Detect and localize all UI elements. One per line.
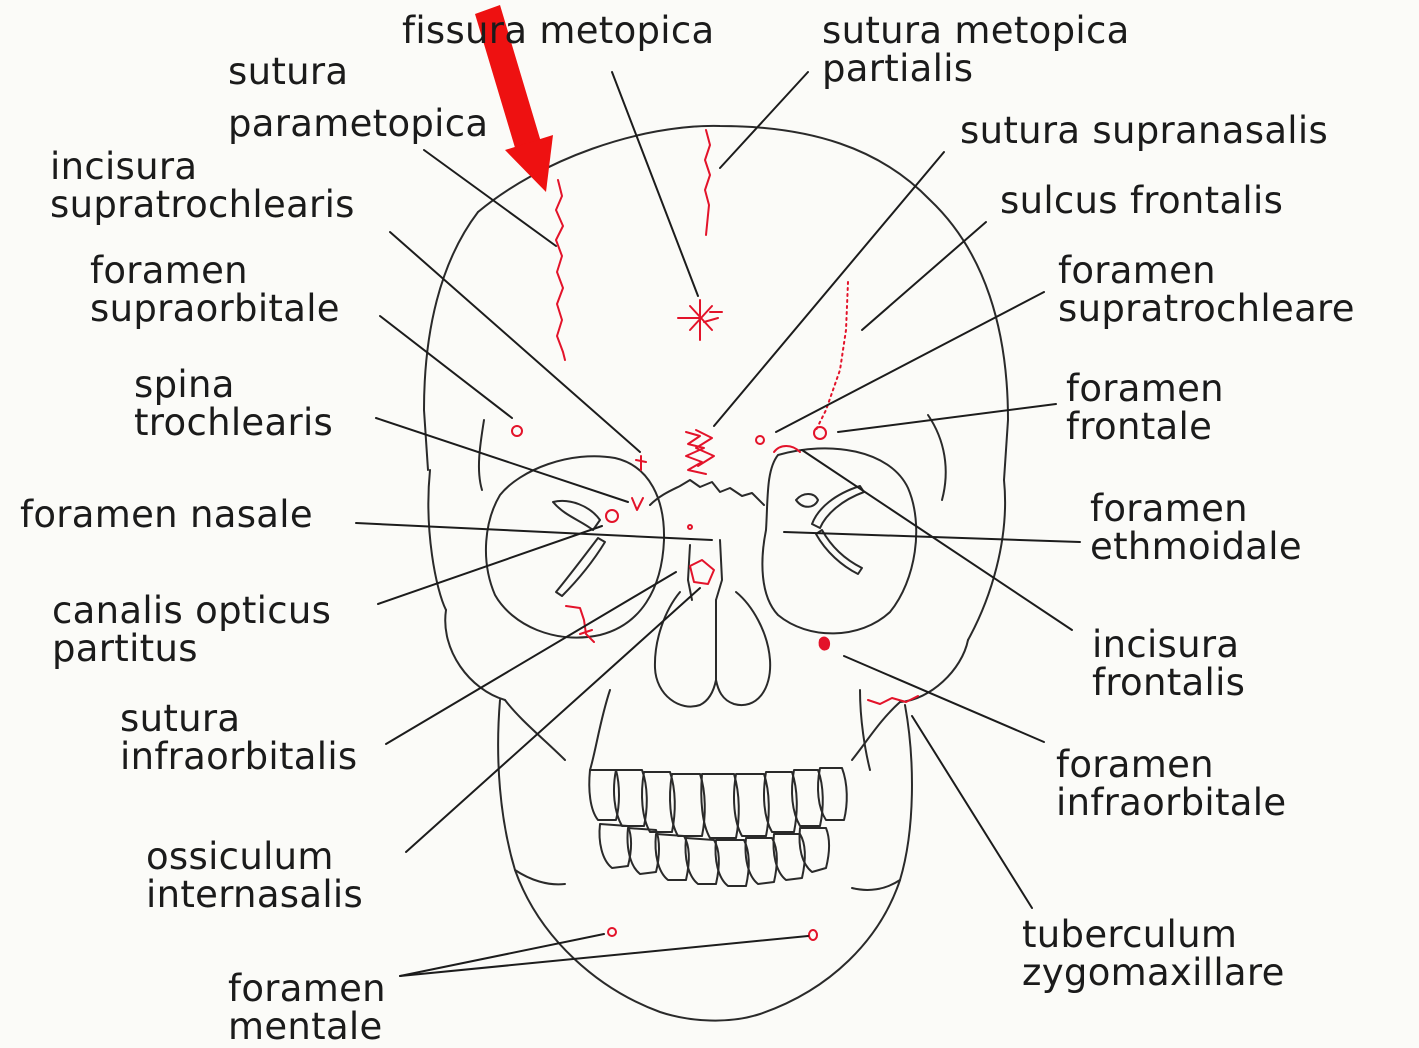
spina-trochlearis-mark	[632, 498, 643, 510]
label-line: foramen nasale	[20, 496, 313, 534]
arrow-head	[505, 135, 553, 192]
leader-foramen-mentale-1	[400, 934, 604, 976]
leader-spina-trochlearis	[376, 418, 628, 502]
label-line: tuberculum	[1022, 916, 1285, 954]
label-line: zygomaxillare	[1022, 954, 1285, 992]
sutura-metopica-partialis-mark	[705, 130, 710, 235]
label-line: infraorbitalis	[120, 738, 357, 776]
label-line: sutura supranasalis	[960, 112, 1328, 150]
label-line: partialis	[822, 50, 1130, 88]
sutura-parametopica-mark	[556, 180, 565, 360]
label-line: infraorbitale	[1056, 784, 1286, 822]
leader-tuberculum-zygomaxillare	[912, 716, 1032, 908]
label-line: foramen	[228, 970, 386, 1008]
foramen-infraorbitale-mark	[820, 638, 829, 650]
label-line: supraorbitale	[90, 290, 340, 328]
label-line: foramen	[90, 252, 340, 290]
label-line: trochlearis	[134, 404, 333, 442]
leader-canalis-opticus-partitus	[378, 526, 602, 604]
mandible	[498, 700, 912, 1021]
skull-outline	[424, 126, 1008, 1021]
foramen-ethmoidale-mark	[688, 525, 692, 529]
label-sulcus-frontalis: sulcus frontalis	[1000, 182, 1283, 220]
foramen-supratrochleare-mark	[756, 436, 764, 444]
right-orbit	[762, 448, 916, 633]
label-line: partitus	[52, 630, 331, 668]
label-line: ethmoidale	[1090, 528, 1302, 566]
label-line: frontalis	[1092, 664, 1245, 702]
label-line: fissura metopica	[402, 12, 715, 50]
ossiculum-internasalis-mark	[690, 560, 714, 584]
leader-fissura-metopica	[612, 72, 698, 296]
fissura-metopica-mark	[678, 300, 722, 340]
label-line: foramen	[1058, 252, 1355, 290]
foramen-nasale-mark	[606, 510, 618, 522]
label-foramen-nasale: foramen nasale	[20, 496, 313, 534]
label-line: foramen	[1066, 370, 1224, 408]
lower-teeth	[600, 824, 830, 886]
label-line: incisura	[1092, 626, 1245, 664]
foramen-mentale-right-mark	[809, 930, 817, 940]
leader-sutura-metopica-partialis	[720, 72, 808, 168]
label-line: supratrochleare	[1058, 290, 1355, 328]
label-line: supratrochlearis	[50, 186, 355, 224]
leader-sulcus-frontalis	[862, 222, 986, 330]
label-line: spina	[134, 366, 333, 404]
label-spina-trochlearis: spinatrochlearis	[134, 366, 333, 442]
leader-foramen-frontale	[838, 404, 1056, 432]
label-line: sutura	[228, 46, 488, 98]
label-line: internasalis	[146, 876, 363, 914]
label-fissura-metopica: fissura metopica	[402, 12, 715, 50]
foramen-frontale-mark	[814, 427, 826, 439]
leader-ossiculum-internasalis	[406, 588, 700, 852]
label-line: parametopica	[228, 98, 488, 150]
tuberculum-zygomaxillare-mark	[868, 696, 918, 704]
leader-sutura-infraorbitalis	[386, 572, 676, 744]
sutura-supranasalis-mark	[686, 430, 714, 474]
foramen-supraorbitale-mark	[512, 426, 522, 436]
label-line: foramen	[1090, 490, 1302, 528]
label-sutura-supranasalis: sutura supranasalis	[960, 112, 1328, 150]
leader-foramen-nasale	[356, 523, 712, 540]
leader-foramen-supraorbitale	[380, 316, 512, 418]
nasal-aperture	[655, 592, 770, 707]
foramen-mentale-left-mark	[608, 928, 616, 936]
label-line: sutura	[120, 700, 357, 738]
label-line: ossiculum	[146, 838, 363, 876]
label-line: sulcus frontalis	[1000, 182, 1283, 220]
label-line: foramen	[1056, 746, 1286, 784]
label-line: canalis opticus	[52, 592, 331, 630]
label-line: incisura	[50, 148, 355, 186]
label-line: mentale	[228, 1008, 386, 1046]
leader-foramen-infraorbitale	[844, 656, 1044, 742]
label-line: sutura metopica	[822, 12, 1130, 50]
label-line: frontale	[1066, 408, 1224, 446]
leader-foramen-mentale-2	[400, 936, 808, 976]
